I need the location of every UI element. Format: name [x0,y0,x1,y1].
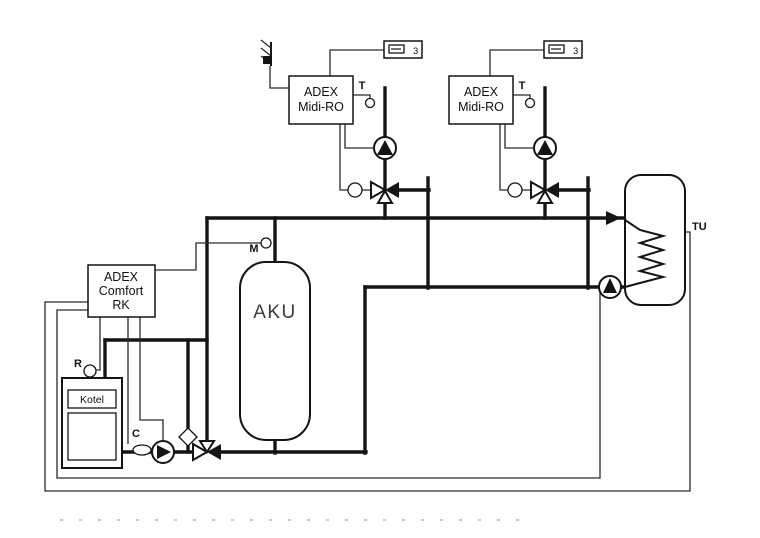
controller-box [448,75,514,125]
valve-port-right [545,182,559,198]
pump-circuit2 [533,136,557,160]
mixing-valve-circuit2 [507,180,559,204]
sensor-label: T [519,80,526,92]
check-valve-bypass-icon [178,427,198,447]
valve-port-left [192,442,210,462]
sensor-tu: TU [692,221,707,233]
boiler-label: Kotel [80,394,104,406]
buffer-tank [239,261,311,441]
sensor-t2: T [519,80,536,109]
controller-line1: ADEX [464,85,499,99]
wire-dhw-pump-loop [56,289,601,479]
sensor-r: R [74,358,97,378]
room-unit-value: 3 [413,46,418,57]
dhw-coil [624,219,667,288]
controller-line2: Midi-RO [298,100,344,114]
mixing-valve-boiler [192,440,221,462]
sensor-label: C [132,428,140,440]
controller-line1: ADEX [304,85,339,99]
temp-sensor-icon [83,364,97,378]
wire-display1 [329,49,384,76]
sensor-m: M [249,237,272,255]
wire-sensor-tu-loop [44,231,691,492]
sensor-c: C [132,428,152,456]
sensor-label: T [359,80,366,92]
dhw-tank [624,174,686,306]
check-valve-dhw-arrow-icon [606,211,621,225]
wire-display2 [489,49,544,76]
sensor-label: M [249,243,258,255]
wire-pump2 [504,124,534,149]
wire-outdoor-sensor [269,66,289,89]
room-unit-1: 3 [383,40,423,59]
valve-port-bottom [536,189,554,204]
pump-impeller [157,445,171,459]
wire-sensor-t2 [513,94,531,99]
pump-impeller [377,140,393,155]
wire-sensor-t1 [353,94,371,99]
valve-port-bottom [376,189,394,204]
wire-sensor-m [155,242,261,271]
valve-port-right [385,182,399,198]
outdoor-sensor [260,39,272,66]
boiler-label-plate [67,389,117,409]
sensor-t1: T [359,80,376,109]
temp-sensor-icon [260,237,272,249]
controller-line1: ADEX [104,270,139,284]
wire-valve1-actuator [339,124,371,191]
buffer-tank-label: AKU [253,302,297,323]
outdoor-sensor-icon [263,56,271,64]
pump-boiler [151,440,175,464]
controller-line3: RK [112,298,130,312]
boiler-door [67,412,117,461]
pump-dhw [598,275,622,299]
wire-sensor-r [96,317,101,371]
wire-pump3 [139,317,164,441]
pump-circuit1 [373,136,397,160]
control-wires [44,49,691,492]
pump-impeller [603,278,617,293]
pump-impeller [537,140,553,155]
room-unit-2: 3 [543,40,583,59]
wire-pump1 [344,124,374,149]
valve-port-right [207,444,221,460]
controller-line2: Midi-RO [458,100,504,114]
controller-midi-ro-1: ADEX Midi-RO [288,75,354,125]
sensor-label: TU [692,221,707,233]
controller-midi-ro-2: ADEX Midi-RO [448,75,514,125]
controller-line2: Comfort [99,284,144,298]
valve-port-left [370,180,388,200]
boiler: Kotel [61,377,123,469]
temp-sensor-icon [364,97,376,109]
valve-actuator-icon [347,182,363,198]
valve-port-top [198,440,216,454]
temp-sensor-icon [524,97,536,109]
mixing-valve-circuit1 [347,180,399,204]
temp-sensor-icon [132,444,152,456]
wire-valve2-actuator [499,124,531,191]
controller-box [87,264,156,318]
coil-zigzag [624,219,667,288]
controller-box [288,75,354,125]
room-unit-value: 3 [573,46,578,57]
controller-comfort-rk: ADEX Comfort RK [87,264,156,318]
sensor-label: R [74,358,82,370]
valve-port-left [530,180,548,200]
valve-actuator-icon [507,182,523,198]
